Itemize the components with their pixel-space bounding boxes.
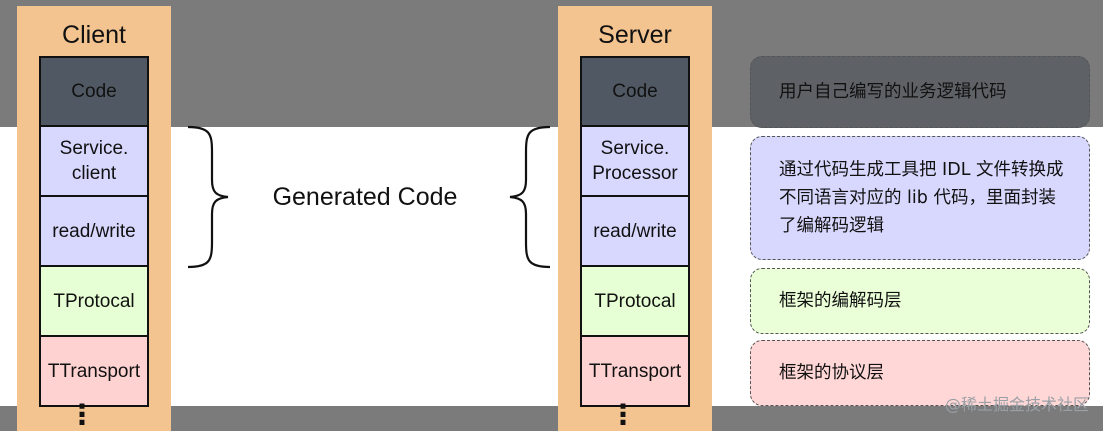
server-readwrite-layer: read/write: [580, 195, 690, 267]
client-transport-layer: TTransport: [39, 335, 149, 407]
client-title: Client: [62, 21, 126, 49]
client-readwrite-layer: read/write: [39, 195, 149, 267]
server-title: Server: [598, 21, 672, 49]
server-protocol-layer: TProtocal: [580, 265, 690, 337]
client-code-layer: Code: [39, 56, 149, 127]
client-protocol-layer: TProtocal: [39, 265, 149, 337]
right-brace-icon: [509, 125, 551, 269]
bottom-shade: [0, 406, 1103, 431]
server-service-layer: Service. Processor: [580, 125, 690, 197]
server-code-layer: Code: [580, 56, 690, 127]
server-transport-layer: TTransport: [580, 335, 690, 407]
transport-description: 框架的协议层: [750, 340, 1090, 406]
client-more-indicator: ⋮: [68, 399, 96, 430]
generated-code-label: Generated Code: [272, 183, 458, 211]
protocol-description: 框架的编解码层: [750, 268, 1090, 334]
client-service-layer: Service. client: [39, 125, 149, 197]
left-brace-icon: [187, 125, 229, 269]
watermark: @稀土掘金技术社区: [944, 395, 1089, 414]
server-more-indicator: ⋮: [609, 399, 637, 430]
generated-code-description: 通过代码生成工具把 IDL 文件转换成不同语言对应的 lib 代码，里面封装了编…: [750, 136, 1090, 260]
code-description: 用户自己编写的业务逻辑代码: [750, 56, 1090, 128]
